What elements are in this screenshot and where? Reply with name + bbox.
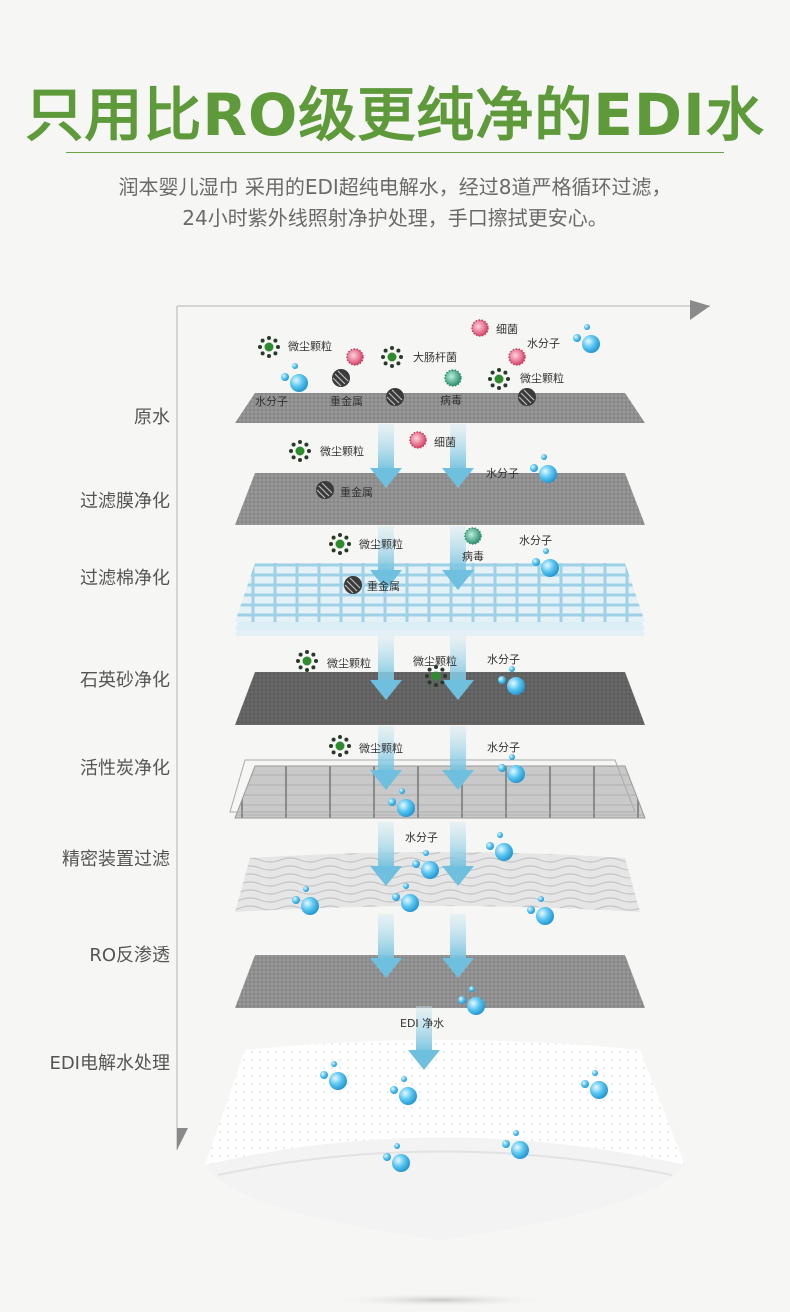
layer-raw-water: [235, 393, 645, 423]
heavy-metal-icon: [315, 480, 335, 500]
particle-label-virus: 病毒: [440, 394, 462, 407]
particle-label-water: 水分子: [487, 741, 520, 754]
water-molecule-icon: [573, 324, 600, 353]
bacteria-icon: [471, 319, 489, 337]
particle-label-edi-water: EDI 净水: [400, 1017, 445, 1030]
virus-icon: [444, 369, 462, 387]
page-title: 只用比RO级更纯净的EDI水: [25, 81, 765, 149]
virus-icon: [464, 527, 482, 545]
particle-label-virus: 病毒: [462, 550, 484, 563]
particle-label-dust: 微尘颗粒: [320, 445, 364, 458]
layer-carbon: [229, 759, 646, 819]
stage-label-precision: 精密装置过滤: [62, 849, 170, 870]
subtitle-line-2: 24小时紫外线照射净护处理，手口擦拭更安心。: [182, 206, 608, 230]
stage-label-raw-water: 原水: [134, 407, 170, 428]
bacteria-icon: [346, 348, 364, 366]
particle-label-dust: 微尘颗粒: [327, 657, 371, 670]
particle-label-water: 水分子: [486, 467, 519, 480]
particle-label-metal: 重金属: [330, 395, 363, 408]
dust-particle-icon: [381, 346, 403, 368]
dust-particle-icon: [289, 440, 311, 462]
layer-cotton: [235, 563, 645, 636]
stage-label-quartz: 石英砂净化: [80, 670, 170, 691]
particle-label-water: 水分子: [519, 534, 552, 547]
dust-particle-icon: [329, 735, 351, 757]
water-molecule-icon: [281, 363, 308, 392]
subtitle-line-1: 润本婴儿湿巾 采用的EDI超纯电解水，经过8道严格循环过滤，: [118, 175, 672, 199]
layer-precision: [235, 852, 640, 912]
particle-label-dust: 微尘颗粒: [359, 742, 403, 755]
bacteria-icon: [409, 431, 427, 449]
particle-label-metal: 重金属: [340, 486, 373, 499]
heavy-metal-icon: [517, 387, 537, 407]
stage-label-ro: RO反渗透: [89, 945, 170, 966]
heavy-metal-icon: [331, 368, 351, 388]
layer-ro: [235, 955, 645, 1008]
layer-membrane: [235, 473, 645, 525]
heavy-metal-icon: [385, 387, 405, 407]
particle-label-water: 水分子: [487, 653, 520, 666]
particle-label-bacteria: 细菌: [434, 436, 456, 449]
particle-label-dust: 微尘颗粒: [520, 372, 564, 385]
particle-label-water: 水分子: [255, 395, 288, 408]
stage-label-carbon: 活性炭净化: [80, 758, 170, 779]
layer-quartz: [235, 672, 645, 725]
title-divider: [66, 152, 724, 153]
particle-label-water: 水分子: [527, 337, 560, 350]
dust-particle-icon: [258, 336, 280, 358]
dust-particle-icon: [296, 650, 318, 672]
particle-label-dust: 微尘颗粒: [288, 340, 332, 353]
particle-label-bacteria: 细菌: [496, 323, 518, 336]
layer-edi-wipe: [205, 1040, 685, 1307]
particle-label-ecoli: 大肠杆菌: [413, 351, 457, 364]
axis-frame: [176, 300, 710, 1150]
heavy-metal-icon: [343, 575, 363, 595]
stage-label-edi: EDI电解水处理: [49, 1053, 170, 1074]
particle-label-water: 水分子: [405, 831, 438, 844]
particle-label-metal: 重金属: [367, 580, 400, 593]
dust-particle-icon: [488, 368, 510, 390]
particle-label-dust: 微尘颗粒: [359, 538, 403, 551]
bacteria-icon: [508, 348, 526, 366]
dust-particle-icon: [329, 533, 351, 555]
particle-label-dust: 微尘颗粒: [413, 655, 457, 668]
stage-label-cotton: 过滤棉净化: [80, 568, 170, 589]
stage-label-membrane: 过滤膜净化: [80, 491, 170, 512]
